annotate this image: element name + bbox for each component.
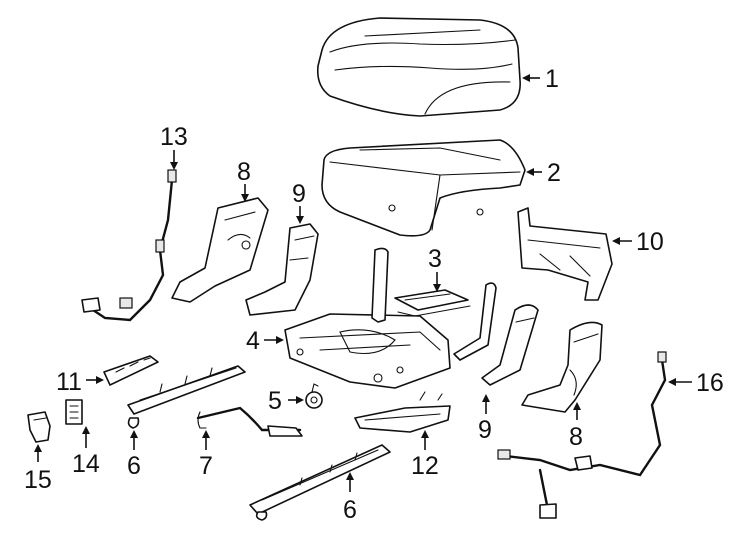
leader-arrows	[34, 74, 692, 492]
callout-4: 4	[246, 327, 260, 355]
callout-9-upper: 9	[292, 180, 306, 208]
part-9-cover-upper	[245, 223, 319, 316]
part-3-plate	[394, 289, 471, 317]
part-4-seat-frame	[284, 247, 497, 389]
callout-11: 11	[56, 368, 82, 396]
callout-16: 16	[696, 369, 724, 397]
callout-10: 10	[636, 228, 664, 256]
callout-5: 5	[268, 387, 282, 415]
part-16-harness	[497, 351, 667, 519]
callout-6-lower: 6	[343, 496, 357, 524]
part-10-panel	[517, 207, 613, 301]
part-2-cushion-pad	[321, 139, 526, 237]
callout-7: 7	[199, 452, 213, 480]
part-9-cover-lower	[481, 304, 539, 386]
part-7-rod	[196, 406, 303, 437]
part-5-knob	[305, 383, 323, 409]
callout-13: 13	[160, 123, 188, 151]
callout-15: 15	[24, 466, 52, 494]
part-6-seat-track-lower	[249, 444, 391, 521]
callout-8-left: 8	[237, 158, 251, 186]
callout-1: 1	[545, 65, 559, 93]
part-11-bracket	[103, 355, 159, 386]
part-8-side-shield-right	[521, 321, 603, 413]
part-14-clip	[65, 399, 83, 425]
callout-6-upper: 6	[127, 452, 141, 480]
callout-labels: 1 2 3 4 5 6 6 7 8 8 9 9 10 11 12 13 14 1…	[24, 65, 724, 524]
part-12-mechanism	[354, 391, 451, 433]
part-13-harness	[81, 169, 177, 322]
part-6-seat-track-upper	[127, 365, 246, 429]
callout-8-right: 8	[569, 423, 583, 451]
part-15-small-bracket	[27, 411, 51, 443]
part-8-side-shield-left	[171, 197, 269, 303]
callout-14: 14	[72, 450, 100, 478]
callout-9-lower: 9	[478, 416, 492, 444]
callout-2: 2	[547, 159, 561, 187]
callout-12: 12	[411, 452, 439, 480]
part-1-cushion-cover	[316, 17, 521, 117]
callout-3: 3	[428, 245, 442, 273]
